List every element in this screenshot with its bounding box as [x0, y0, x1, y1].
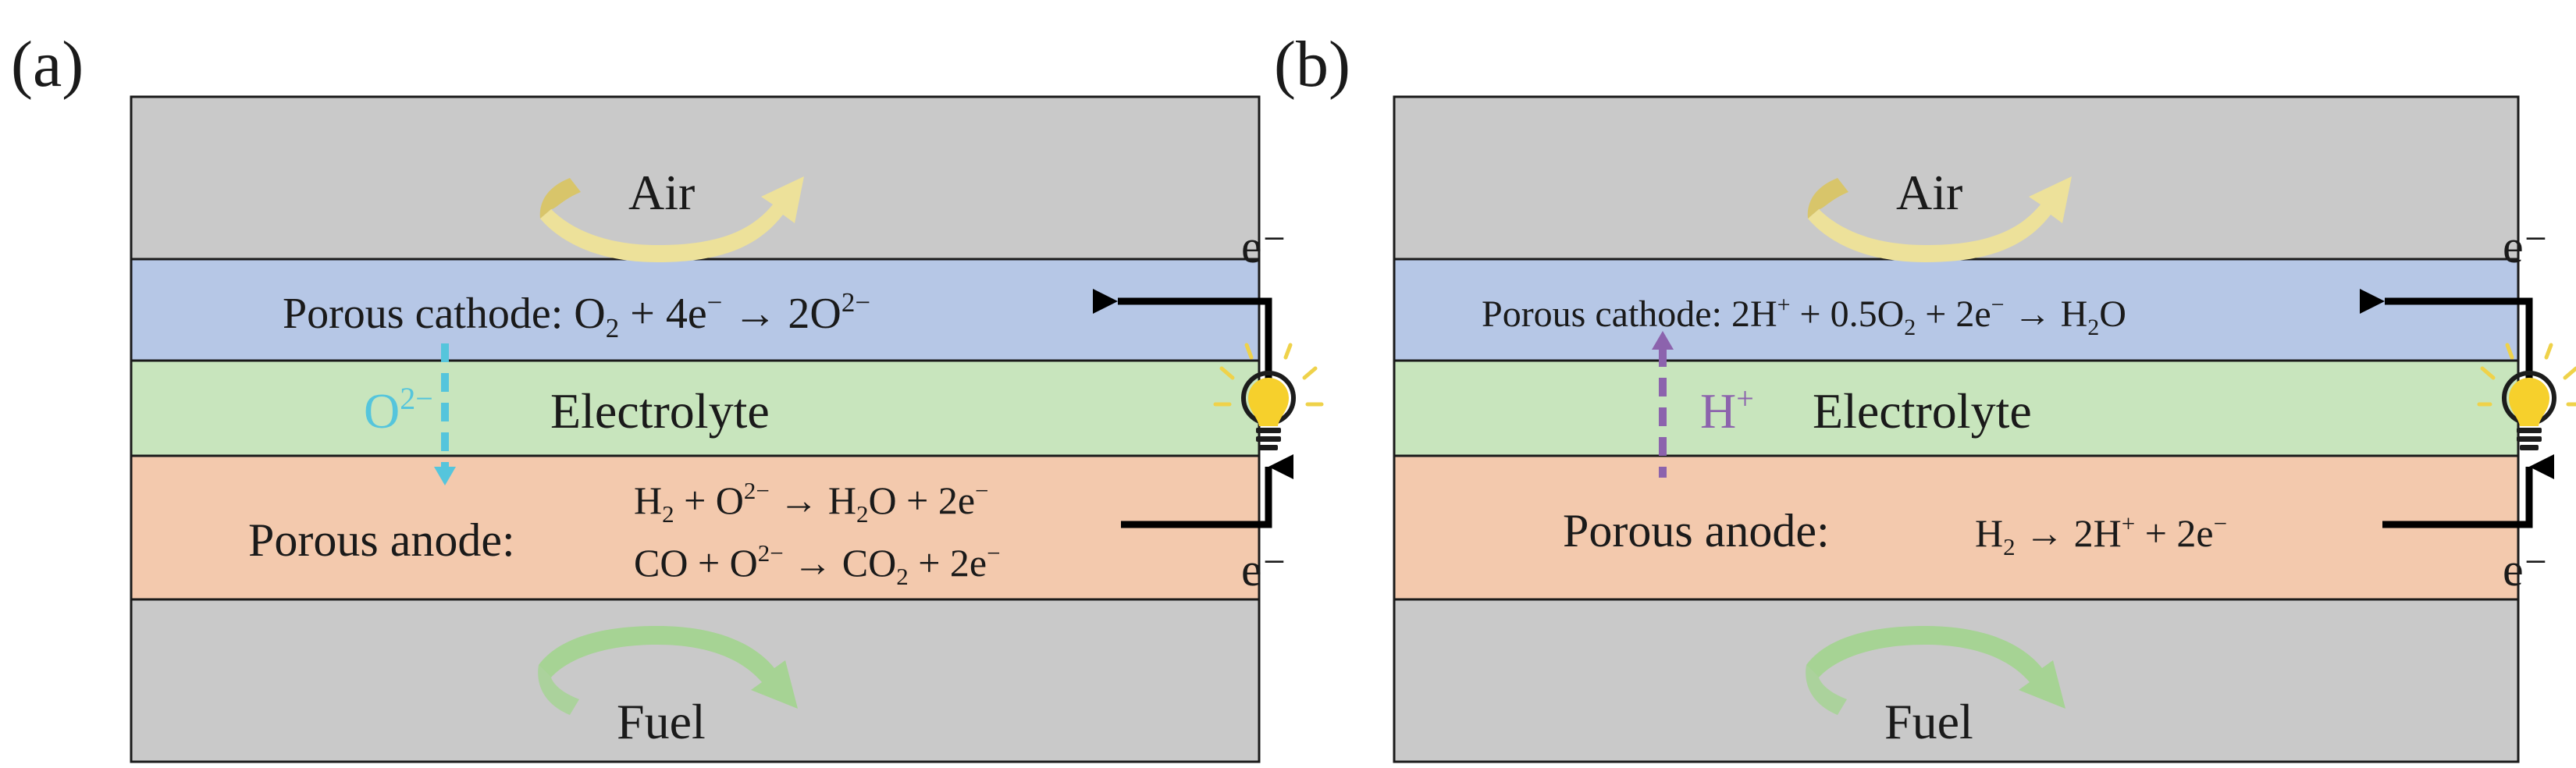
fuel-label: Fuel — [1884, 694, 1973, 749]
ion-label: O2−​ — [364, 381, 433, 439]
anode-label: Porous anode: — [1563, 505, 1830, 556]
circuit-wire-bottom — [2382, 454, 2554, 528]
electrolyte-label: Electrolyte — [1813, 383, 2032, 439]
electron-label-bottom: e⁻ — [2503, 544, 2548, 596]
electron-label-top: e⁻ — [1241, 221, 1286, 272]
electrolyte-label: Electrolyte — [550, 383, 770, 439]
electron-label-bottom: e⁻ — [1241, 544, 1286, 596]
anode-layer — [131, 456, 1259, 599]
electron-label-top: e⁻ — [2503, 221, 2548, 272]
anode-layer — [1394, 456, 2518, 599]
fuel-flow-arrow — [1806, 626, 2065, 715]
cathode-layer — [1394, 259, 2518, 361]
air-label: Air — [1896, 165, 1962, 220]
air-label: Air — [628, 165, 695, 220]
anode-equation-line-2: CO + O2−​ → CO2​ + 2e−​ — [634, 539, 1001, 590]
panel-b: (b) Air Porous cathode: 2H+​ + 0.5O2​ + … — [1274, 28, 2576, 763]
panel-a: (a) Air Porous cathode: O2​ + 4e−​ → 2O2… — [11, 28, 1324, 763]
panel-label: (a) — [11, 28, 84, 101]
circuit-wire-bottom — [1121, 454, 1293, 528]
panel-label: (b) — [1274, 28, 1350, 101]
anode-label: Porous anode: — [248, 514, 515, 566]
lightbulb-icon — [1213, 343, 1324, 450]
cathode-equation: Porous cathode: 2H+​ + 0.5O2​ + 2e−​ → H… — [1482, 292, 2126, 340]
anode-equation-line-1: H2​ → 2H+​ + 2e−​ — [1975, 510, 2227, 560]
anode-equation-line-1: H2​ + O2−​ → H2​O + 2e−​ — [634, 477, 989, 528]
ion-migration-arrow — [434, 343, 456, 485]
fuel-layer — [131, 599, 1259, 762]
electrolyte-layer — [131, 361, 1259, 456]
fuel-label: Fuel — [617, 694, 706, 749]
fuel-layer — [1394, 599, 2518, 762]
lightbulb-icon — [2477, 343, 2576, 450]
air-flow-arrow — [539, 176, 804, 262]
ion-migration-arrow — [1652, 331, 1674, 478]
air-layer — [1394, 97, 2518, 259]
air-layer — [131, 97, 1259, 259]
cathode-layer — [131, 259, 1259, 361]
electrolyte-layer — [1394, 361, 2518, 456]
fuel-flow-arrow — [538, 626, 798, 715]
cathode-equation: Porous cathode: O2​ + 4e−​ → 2O2−​ — [283, 287, 870, 343]
air-flow-arrow — [1807, 176, 2072, 262]
ion-label: H+​ — [1700, 381, 1754, 439]
